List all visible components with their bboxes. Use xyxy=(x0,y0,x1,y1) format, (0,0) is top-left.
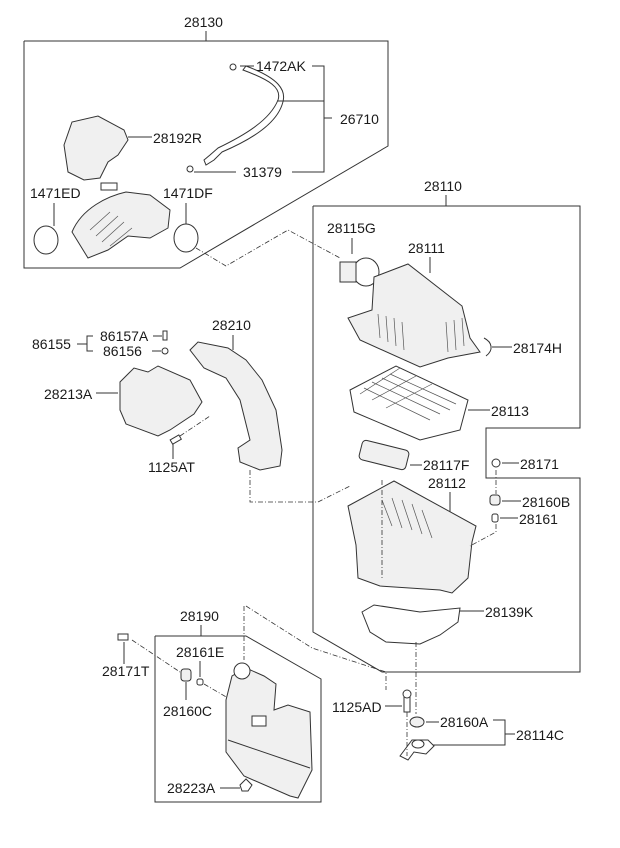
label-1125AT[interactable]: 1125AT xyxy=(148,459,195,475)
bracket-parts: 1125AD 28160A 28114C xyxy=(332,642,564,761)
group-28110-frame xyxy=(312,205,581,673)
label-31379[interactable]: 31379 xyxy=(243,164,282,180)
cover-28213A xyxy=(119,365,203,437)
tank-mount-block xyxy=(251,715,267,727)
label-28112[interactable]: 28112 xyxy=(428,475,466,491)
label-28192R[interactable]: 28192R xyxy=(153,130,202,146)
hose-clamp-1472ak xyxy=(229,63,237,71)
intake-clip xyxy=(100,182,118,191)
drain-28223A xyxy=(239,778,253,792)
tank-cap xyxy=(233,662,251,680)
label-28160A[interactable]: 28160A xyxy=(440,714,489,730)
label-28161[interactable]: 28161 xyxy=(519,511,558,527)
label-28213A[interactable]: 28213A xyxy=(44,386,93,402)
label-28210[interactable]: 28210 xyxy=(212,317,251,333)
group-28130: 28130 1472AK 26710 31379 28192R 1471ED 1… xyxy=(23,14,389,269)
collar-28161 xyxy=(491,513,499,523)
duct-flange xyxy=(339,261,357,283)
label-86157A[interactable]: 86157A xyxy=(100,328,149,344)
clamp-1471DF xyxy=(173,223,199,253)
label-86155[interactable]: 86155 xyxy=(32,336,71,352)
washer-86156 xyxy=(161,347,169,355)
screw-86157A xyxy=(162,330,168,341)
label-1471ED[interactable]: 1471ED xyxy=(30,185,81,201)
label-28114C[interactable]: 28114C xyxy=(516,727,564,743)
seal-28117F xyxy=(358,439,410,471)
grommet-28160C xyxy=(180,668,192,682)
hose-clamp-31379 xyxy=(186,165,194,173)
lower-case-28112 xyxy=(347,480,477,594)
label-28161E[interactable]: 28161E xyxy=(176,644,224,660)
label-28111[interactable]: 28111 xyxy=(408,240,445,256)
label-26710[interactable]: 26710 xyxy=(340,111,379,127)
group-28130-frame xyxy=(23,40,389,269)
resonator-tank-28190 xyxy=(225,667,313,799)
bolt-28171 xyxy=(491,458,501,468)
label-28113[interactable]: 28113 xyxy=(491,403,529,419)
vacuum-hose-part xyxy=(203,65,285,166)
label-28223A[interactable]: 28223A xyxy=(167,780,216,796)
group-28190-frame xyxy=(154,635,322,803)
label-28190[interactable]: 28190 xyxy=(180,608,219,624)
grommet-28160B xyxy=(489,494,501,506)
clip-28174H xyxy=(483,337,492,357)
duct-28139K xyxy=(361,604,461,645)
label-28110[interactable]: 28110 xyxy=(424,178,462,194)
group-28190: 28190 28171T 28160C 28161E 28223A xyxy=(102,605,387,803)
label-28171[interactable]: 28171 xyxy=(520,456,559,472)
label-28139K[interactable]: 28139K xyxy=(485,604,534,620)
label-28117F[interactable]: 28117F xyxy=(423,457,469,473)
label-1472AK[interactable]: 1472AK xyxy=(256,58,306,74)
label-28160B[interactable]: 28160B xyxy=(522,494,570,510)
label-28160C[interactable]: 28160C xyxy=(163,703,212,719)
label-28174H[interactable]: 28174H xyxy=(513,340,562,356)
label-28130[interactable]: 28130 xyxy=(184,14,223,30)
grommet-28160A xyxy=(409,716,425,728)
label-28171T[interactable]: 28171T xyxy=(102,663,150,679)
bracket-28114C xyxy=(399,739,435,761)
filter-28113 xyxy=(349,365,469,441)
label-1471DF[interactable]: 1471DF xyxy=(163,185,213,201)
clamp-1471ED xyxy=(33,225,59,255)
label-1125AD[interactable]: 1125AD xyxy=(332,699,382,715)
label-86156[interactable]: 86156 xyxy=(103,343,142,359)
group-28110: 28110 28115G 28111 28174H 28113 28117F 2… xyxy=(312,178,581,673)
bolt-1125AT xyxy=(169,434,183,445)
bolt-28171T xyxy=(117,633,129,641)
duct-28210 xyxy=(189,341,283,471)
collar-28161E xyxy=(196,678,204,686)
resonator-part xyxy=(63,115,129,181)
left-middle-parts: 86155 86157A 86156 28213A 1125AT 28210 xyxy=(32,317,351,503)
label-28115G[interactable]: 28115G xyxy=(327,220,376,236)
